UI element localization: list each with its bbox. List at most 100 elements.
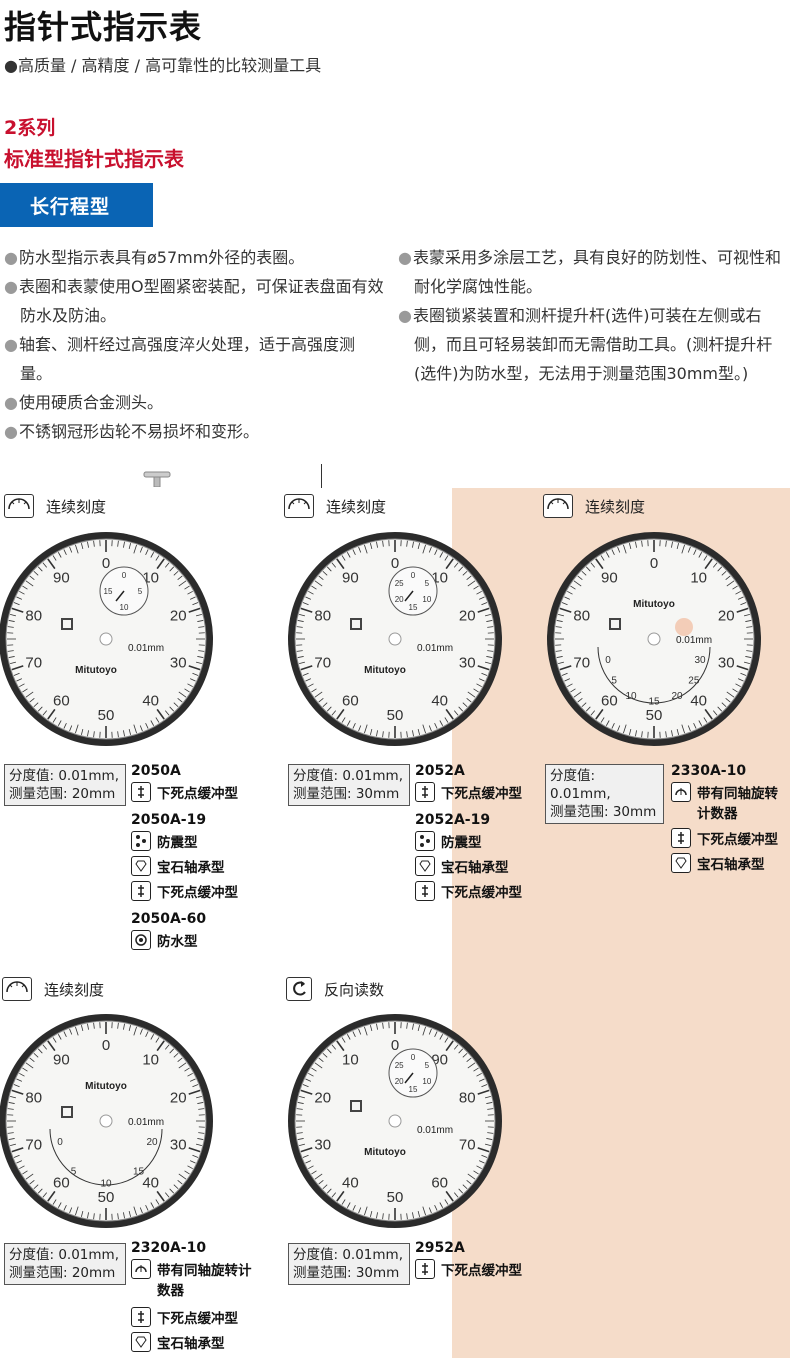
dial-tick [178,1062,187,1069]
dial-number: 20 [170,608,187,625]
dial-tick [555,626,562,628]
counter-number: 5 [425,1061,430,1070]
counter-number: 10 [422,595,431,604]
dial-tick [13,1154,20,1158]
dial-tick [352,1031,356,1038]
dial-tick [467,691,476,698]
dial-tick [717,566,723,572]
dial-tick [693,549,697,556]
header-continuous-4: 连续刻度 [2,977,104,1001]
dial-tick [358,725,362,732]
dial-number: 0 [391,1037,399,1054]
dial-tick [623,544,627,554]
dial-tick [169,566,175,572]
dial-tick [444,555,449,561]
dial-tick [623,724,627,734]
dial-tick [47,558,56,570]
dial-tick [29,575,35,581]
feature-row: 宝石轴承型 [131,856,281,876]
dial-tick [150,552,155,558]
feature-item: 表圈锁紧装置和测杆提升杆(选件)可装在左侧或右侧，而且可轻易装卸而无需借助工具。… [398,301,782,388]
dial-tick [628,543,632,550]
dial-tick [570,585,576,590]
dial-tick [197,656,204,658]
dial-tick [117,540,119,547]
dial-tick [197,1102,204,1104]
dial-tick [145,722,149,729]
dial-tick [486,1102,493,1104]
continuous-scale-icon [4,494,34,518]
dial-gauge-image: 010203040506070809005101520Mitutoyo0.01m… [0,1014,213,1228]
dial-tick [462,702,468,708]
bottom-dead-center-icon [415,881,435,901]
dial-tick [352,722,356,729]
dial-tick [75,1206,79,1216]
dial-tick [133,544,137,554]
dial-tick [467,1173,476,1180]
dial-tick [139,546,143,553]
dial-tick [428,546,432,553]
dial-tick [93,731,95,738]
dial-tick [487,650,494,652]
dial-tick [169,1048,175,1054]
feature-row: 下死点缓冲型 [131,881,281,901]
dial-tick [585,706,591,712]
dial-tick [93,540,95,547]
dial-tick [687,546,691,553]
dial-tick [178,1173,187,1180]
jewel-bearing-icon [131,1332,151,1352]
dial-tick [300,607,313,613]
dial-tick [150,720,155,726]
dial-number: 0 [650,555,658,572]
dial-tick [299,661,306,665]
dial-tick [412,1023,414,1030]
counter-number: 25 [395,579,404,588]
dial-tick [29,697,35,703]
dial-tick [11,607,24,613]
dial-tick [417,1210,421,1217]
dial-tick [558,661,565,665]
dial-tick [595,558,604,570]
feature-row: 下死点缓冲型 [131,1307,281,1327]
feature-list-left: 防水型指示表具有ø57mm外径的表圈。 表圈和表蒙使用O型圈紧密装配，可保证表盘… [4,243,386,446]
dial-tick [745,656,752,658]
dial-rim [294,538,496,740]
dial-tick [47,1040,56,1052]
dial-tick [477,607,490,613]
model-list: 2320A-10 带有同轴旋转计数器 下死点缓冲型 宝石轴承型 [131,1240,281,1352]
dial-number: 90 [53,1052,70,1069]
dial-tick [308,683,314,688]
dial-ticks [7,1022,205,1220]
dial-number: 30 [170,1136,187,1153]
dial-tick [178,580,187,587]
dial-tick [69,546,73,553]
dial-tick [434,722,438,729]
dial-tick [7,1108,14,1110]
dial-tick [139,1028,143,1035]
dial-tick [556,656,563,658]
dial-tick [581,702,587,708]
dial-tick [336,1040,345,1052]
dial-tick [428,1207,432,1214]
dial-number: 20 [170,1090,187,1107]
dial-tick [33,570,39,576]
dial-tick [314,691,323,698]
dial-tick [296,626,303,628]
dial-tick [322,1052,328,1058]
dial-tick [732,585,738,590]
dial-tick [746,626,753,628]
dial-tick [42,562,48,568]
dial-tick [737,678,744,682]
dial-number: 70 [459,1136,476,1153]
dial-number: 0 [102,1037,110,1054]
dial-tick [47,1190,56,1202]
dial-tick [445,708,454,720]
brand-label: Mitutoyo [633,599,675,610]
bottom-dead-center-icon [415,1259,435,1279]
feature-row: 宝石轴承型 [415,856,565,876]
dial-tick [11,1089,24,1095]
dial-tick [556,620,563,622]
dial-tick [128,1025,132,1032]
counter-number: 25 [395,1061,404,1070]
